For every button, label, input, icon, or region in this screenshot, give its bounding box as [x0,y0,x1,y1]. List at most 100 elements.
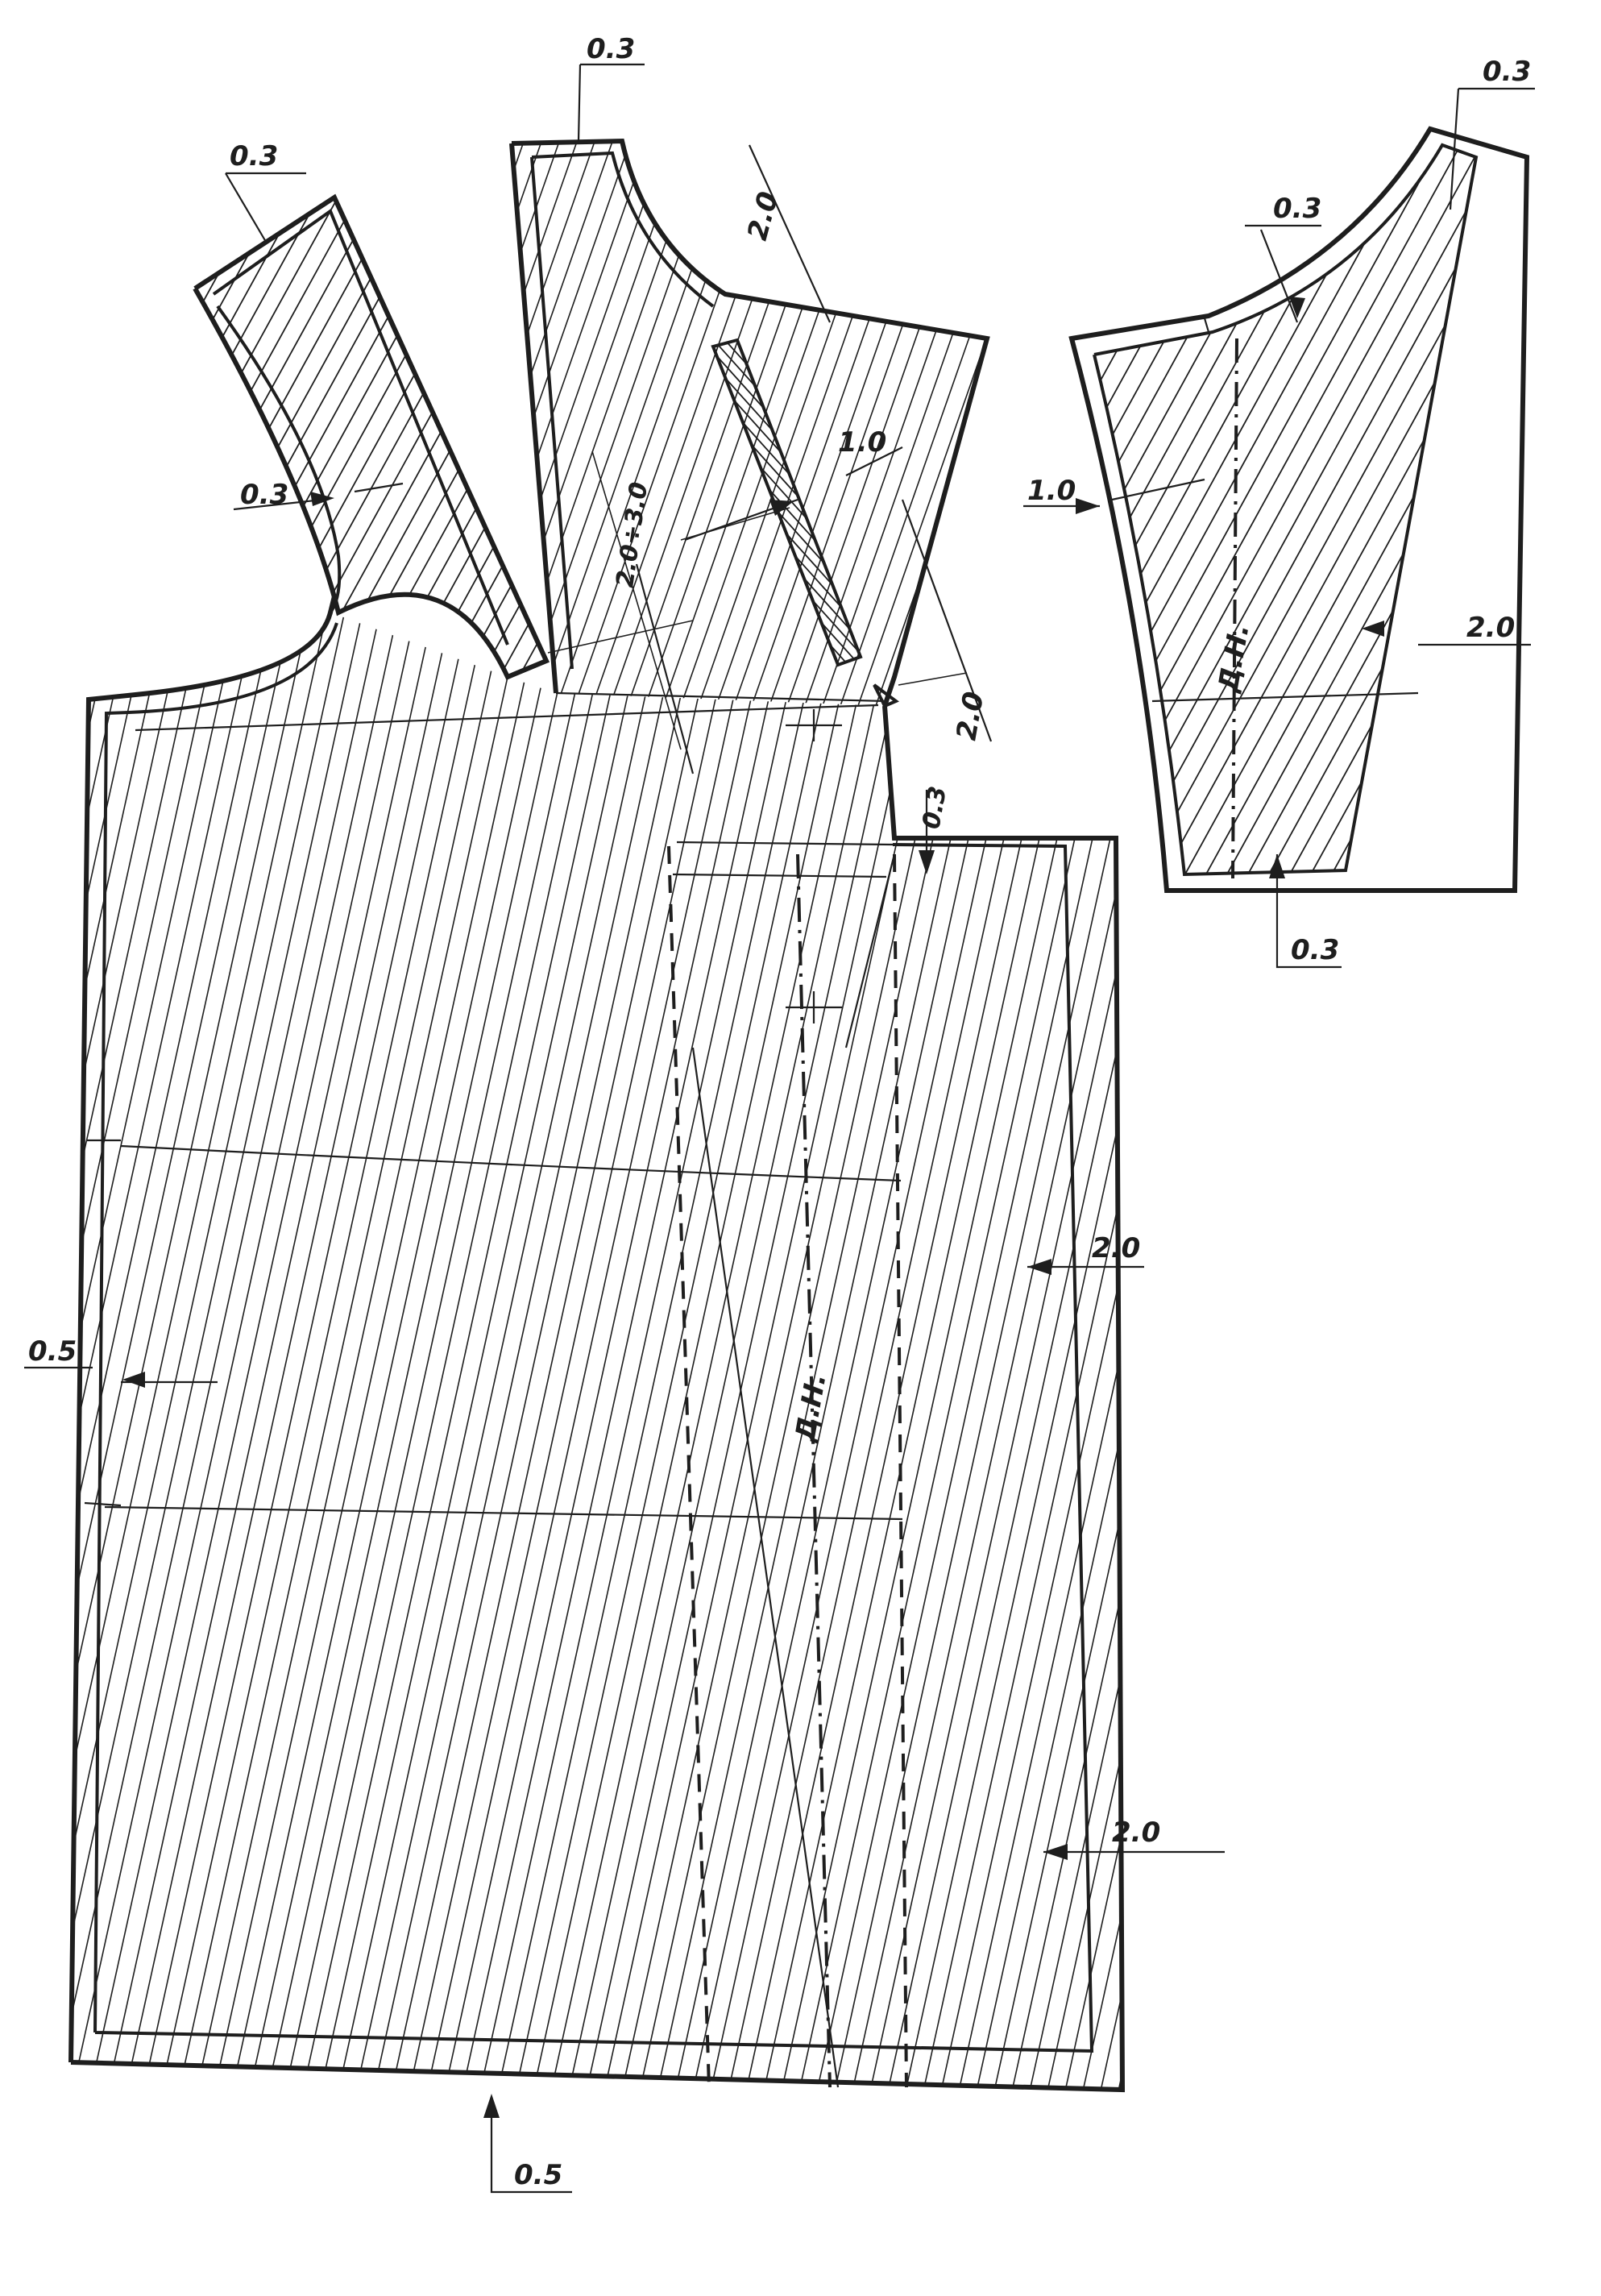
hatch-line [957,612,1122,2090]
arrowheads [122,297,1384,2118]
hatch-line [567,612,898,2090]
hatch-line [1539,137,1601,878]
sleeve-grain-line [1231,338,1238,879]
hatch-line [71,612,260,2090]
hatch-line [851,612,1122,2090]
hatch-line [1259,596,1589,2095]
hatch-line [713,340,861,665]
hatch-line [1203,145,1476,874]
leader-neck-dart-side [748,144,832,323]
yoke-line-2 [672,873,887,878]
hatch-line [1224,596,1553,2095]
hatch-line [678,141,881,706]
hatch-line [195,197,205,677]
hatch-line [182,338,479,669]
hatch-line [833,612,1122,2090]
hatch-line [993,612,1122,2090]
hatch-line [1161,145,1476,874]
shoulder-strap-inner [212,208,509,646]
hatch-line [1454,596,1601,2095]
hatch-line [160,612,491,2090]
main-panel-outer-outline [68,596,1126,2093]
hatch-line [1098,145,1476,874]
label-center-front: 0.5 [28,1335,77,1368]
hatch-line [785,141,987,706]
hatch-line [713,340,740,665]
hatch-line [378,197,546,677]
hatch-line [71,612,384,2090]
sleeve-hatching [680,137,1601,878]
hatch-line [512,141,650,706]
neck-dart-construction-1 [547,620,694,654]
facing-strip-outline [711,338,863,667]
neck-panel-hatching [512,137,1217,709]
hatch-line [1329,145,1476,874]
hatch-line [1117,612,1122,2090]
leader-sleeve-cap [1245,224,1321,323]
label-hem: 0.5 [514,2159,562,2191]
hatch-line [71,612,207,2090]
hatch-line [355,612,686,2090]
hatch-line [436,197,546,677]
hatch-line [1094,145,1193,874]
leader-front-shoulder-top [225,172,306,243]
hatch-line [1412,145,1476,874]
hatch-line [71,612,296,2090]
hatch-line [1081,612,1122,2090]
hatch-line [909,141,987,706]
hatch-line [475,197,546,677]
hatch-line [425,612,757,2090]
hatch-line [71,612,331,2090]
hatch-line [1094,145,1319,874]
hatch-line [1581,137,1601,878]
label-side-upper: 2.0 [1092,1232,1140,1264]
arrow-side-lower [1043,1844,1068,1860]
leader-hem [490,2099,572,2194]
hatch-line [1371,145,1476,874]
hatch-line [512,141,597,706]
hatch-line [124,612,455,2090]
hatch-line [1419,596,1601,2095]
dart-leg-1 [691,1047,840,2088]
hatch-line [337,612,668,2090]
hatch-line [815,612,1122,2090]
leader-dart-side-lower [901,499,993,742]
hatch-line [1348,596,1601,2095]
neck-panel-inner-left [530,156,574,670]
hatch-line [1017,137,1217,709]
hatch-line [927,141,987,706]
dart-dashed-right [893,853,908,2088]
shoulder-strap-panel [193,193,550,680]
hatch-line [944,141,987,706]
hatch-line [585,612,916,2090]
hatch-line [351,338,649,669]
hatch-line [786,193,1056,685]
hatch-line [230,612,562,2090]
hatch-line [1266,145,1476,874]
hatch-line [1245,145,1476,874]
hatch-line [71,612,313,2090]
neck-dart-construction-4 [591,450,682,750]
hatch-line [904,612,1122,2090]
hatch-line [281,197,546,677]
hatch-line [1242,596,1571,2095]
hatch-line [301,612,633,2090]
hatch-line [512,141,526,706]
hatch-line [319,612,650,2090]
hatch-line [195,197,399,677]
hatch-line [250,338,547,669]
hatch-line [766,193,1037,685]
label-sleeve-back: 2.0 [1466,612,1515,644]
hatch-line [455,197,546,677]
neck-dart-fold [555,691,887,703]
hatch-line [514,612,845,2090]
hatch-line [1182,145,1476,874]
hatch-line [266,612,597,2090]
sleeve-cross-line [1151,691,1419,703]
hatch-line [680,137,1088,878]
hatch-line [603,612,934,2090]
hatch-line [1308,145,1476,874]
main-front-panel [68,596,1126,2093]
